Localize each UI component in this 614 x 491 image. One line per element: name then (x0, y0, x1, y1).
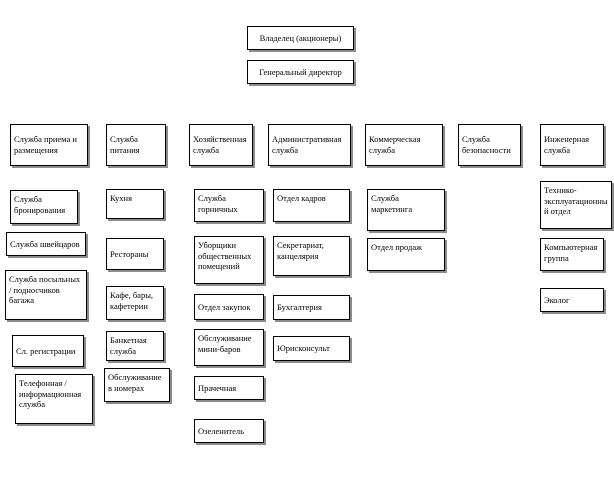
item-minibars: Обслуживание мини-баров (194, 329, 264, 366)
item-room-service: Обслуживание в номерах (104, 368, 170, 402)
item-sales: Отдел продаж (367, 238, 445, 271)
item-computer-group: Компьютерная группа (540, 238, 604, 271)
col-head-engineering: Инженерная служба (540, 124, 604, 166)
item-cafes: Кафе, бары, кафетерии (106, 286, 164, 320)
item-doormen: Служба швейцаров (6, 232, 86, 256)
item-ecologist: Эколог (540, 288, 604, 312)
item-gardener: Озеленитель (194, 419, 264, 443)
col-head-admin: Административная служба (268, 124, 351, 166)
item-purchasing: Отдел закупок (194, 294, 264, 320)
item-maids: Служба горничных (194, 189, 264, 222)
item-bellhops: Служба посыльных / подносчиков багажа (5, 270, 87, 320)
col-head-security: Служба безопасности (458, 124, 521, 166)
item-restaurants: Рестораны (106, 238, 164, 270)
item-laundry: Прачечная (194, 376, 264, 400)
item-tech-maintenance: Технико-эксплуатационный отдел (540, 181, 612, 229)
col-head-reception: Служба приема и размещения (10, 124, 88, 166)
director-box: Генеральный директор (247, 60, 354, 84)
item-accounting: Бухгалтерия (273, 295, 350, 320)
item-marketing: Служба маркетинга (367, 189, 445, 231)
item-banquet: Банкетная служба (106, 331, 164, 361)
item-secretariat: Секретариат, канцелярия (273, 236, 350, 276)
item-legal: Юрисконсульт (273, 336, 350, 361)
owner-box: Владелец (акционеры) (247, 26, 354, 50)
item-registration: Сл. регистрации (12, 335, 84, 367)
col-head-housekeeping: Хозяйственная служба (189, 124, 253, 166)
item-phone-info: Телефонная /информационная служба (15, 374, 93, 424)
item-public-cleaners: Уборщики общественных помещений (194, 236, 264, 284)
col-head-food: Служба питания (106, 124, 166, 166)
item-hr: Отдел кадров (273, 189, 350, 222)
item-kitchen: Кухня (106, 189, 164, 219)
item-reservation: Служба бронирования (10, 190, 78, 224)
col-head-commercial: Коммерческая служба (365, 124, 443, 166)
